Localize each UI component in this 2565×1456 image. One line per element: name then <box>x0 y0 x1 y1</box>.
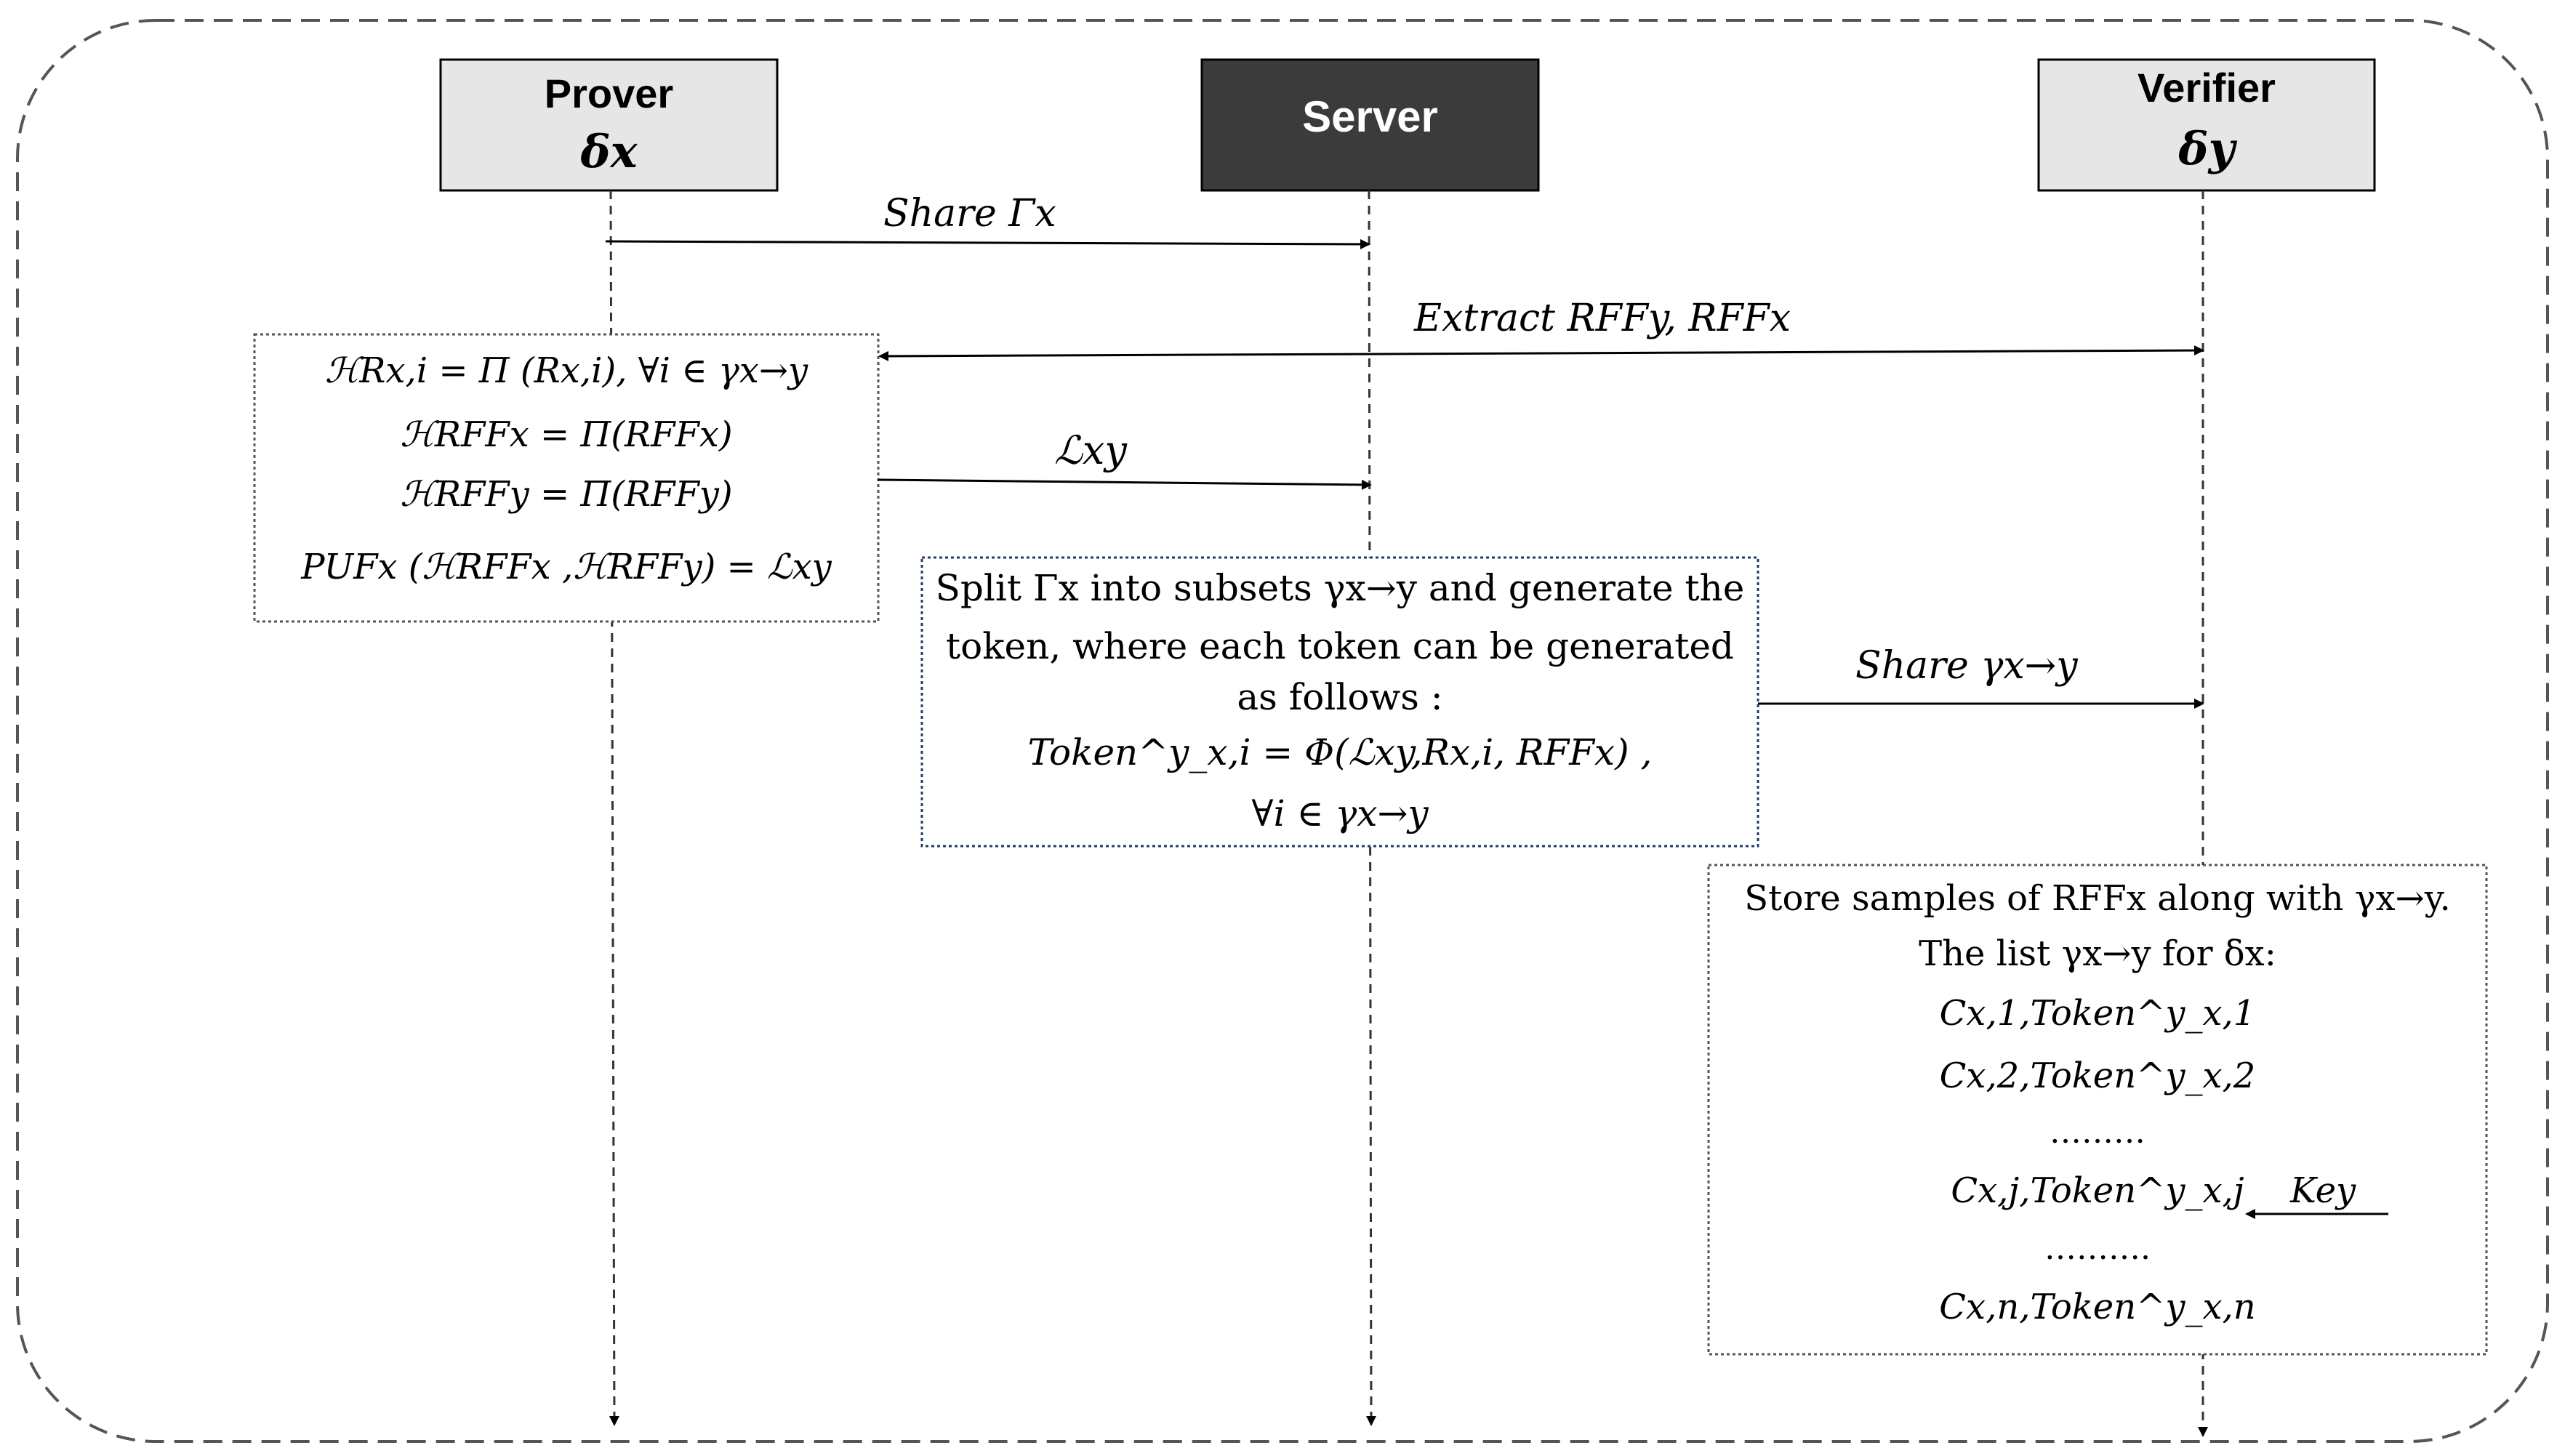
verifier-entry-j: Cx,j,Token^y_x,j <box>1951 1170 2244 1211</box>
server-token-formula: Token^y_x,i = Φ(ℒxy,Rx,i, RFFx) , <box>1027 731 1653 773</box>
verifier-ellipsis-1: ……… <box>2050 1114 2145 1151</box>
verifier-symbol: δy <box>2178 122 2235 175</box>
key-label: Key <box>2290 1170 2356 1211</box>
prover-computation-box <box>253 333 880 623</box>
server-forall-line: ∀i ∈ γx→y <box>1251 792 1429 834</box>
extract-rff-arrow <box>878 345 2204 361</box>
verifier-store-line: Store samples of RFFx along with γx→y. <box>1744 878 2451 919</box>
verifier-list-line: The list γx→y for δx: <box>1919 933 2276 974</box>
share-gamma-label: Share Γx <box>883 192 1056 236</box>
server-text-line-1: Split Γx into subsets γx→y and generate … <box>935 567 1745 609</box>
lxy-arrow <box>878 478 1372 490</box>
server-text-line-3: as follows : <box>1237 676 1443 718</box>
verifier-ellipsis-2: ………. <box>2044 1230 2151 1267</box>
prover-symbol: δx <box>580 125 638 178</box>
verifier-entry-n: Cx,n,Token^y_x,n <box>1939 1287 2256 1327</box>
verifier-title: Verifier <box>2138 65 2276 110</box>
lxy-label: ℒxy <box>1054 427 1127 473</box>
prover-box <box>439 58 779 192</box>
share-gamma-arrow <box>605 238 1370 249</box>
server-computation-box <box>920 556 1759 848</box>
prover-hash-rffy-line: ℋRFFy = Π(RFFy) <box>400 474 733 515</box>
outer-frame <box>16 19 2549 1443</box>
verifier-box <box>2037 58 2376 192</box>
server-title: Server <box>1302 92 1438 141</box>
server-box <box>1200 58 1540 192</box>
verifier-entry-1: Cx,1,Token^y_x,1 <box>1939 993 2256 1034</box>
verifier-entry-2: Cx,2,Token^y_x,2 <box>1939 1055 2256 1096</box>
prover-title: Prover <box>544 71 674 116</box>
extract-rff-label: Extract RFFy, RFFx <box>1414 297 1791 340</box>
prover-hash-rffx-line: ℋRFFx = Π(RFFx) <box>400 414 733 455</box>
server-text-line-2: token, where each token can be generated <box>946 625 1734 667</box>
share-subset-label: Share γx→y <box>1855 644 2078 688</box>
verifier-storage-box <box>1707 864 2488 1356</box>
prover-hash-r-line: ℋRx,i = Π (Rx,i), ∀i ∈ γx→y <box>324 350 808 391</box>
prover-puf-line: PUFx (ℋRFFx ,ℋRFFy) = ℒxy <box>301 547 832 587</box>
